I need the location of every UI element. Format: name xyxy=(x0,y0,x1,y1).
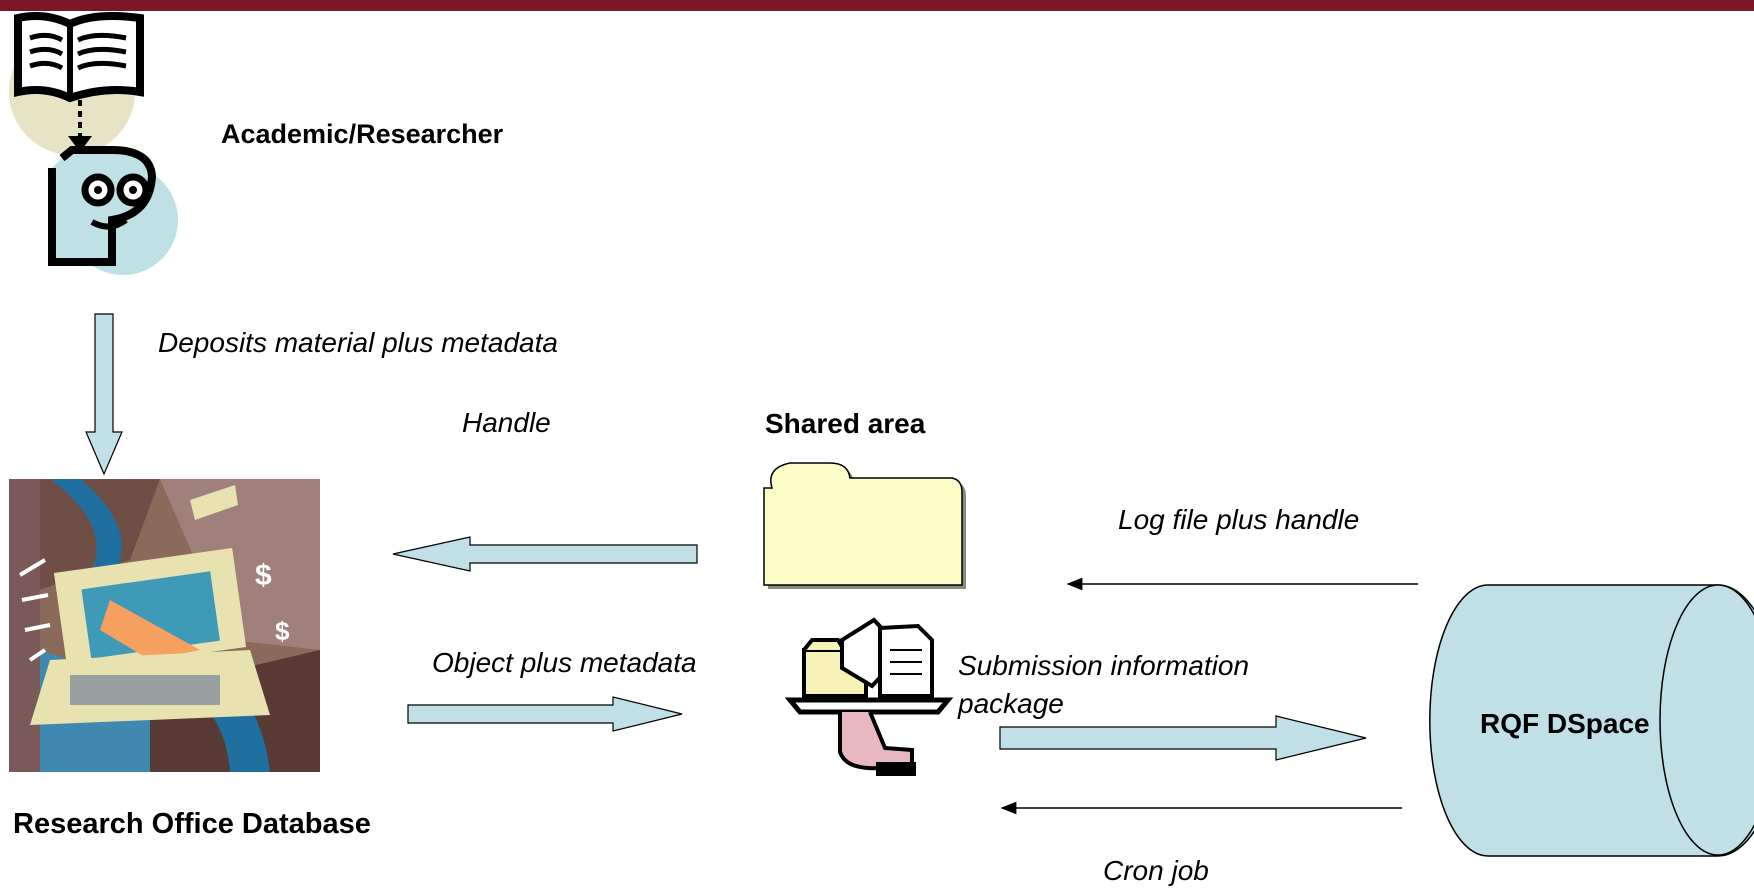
research-office-clipart-icon: $ $ xyxy=(9,479,320,772)
deposits-arrow xyxy=(85,313,123,476)
handle-label: Handle xyxy=(462,407,551,438)
researcher-label: Academic/Researcher xyxy=(221,119,504,149)
documents-tray-icon xyxy=(784,617,954,776)
book-reader-icon xyxy=(9,12,178,275)
rqf-dspace-label: RQF DSpace xyxy=(1480,708,1650,739)
log-file-label: Log file plus handle xyxy=(1118,504,1360,535)
research-office-label: Research Office Database xyxy=(13,808,371,840)
svg-text:$: $ xyxy=(275,616,290,646)
handle-arrow xyxy=(392,536,698,572)
folder-icon xyxy=(763,462,966,589)
svg-text:$: $ xyxy=(255,559,272,592)
deposits-label: Deposits material plus metadata xyxy=(158,327,558,358)
object-metadata-label: Object plus metadata xyxy=(432,647,697,678)
sip-arrow xyxy=(999,715,1367,761)
shared-area-label: Shared area xyxy=(765,408,926,439)
cron-job-label: Cron job xyxy=(1103,855,1209,886)
object-metadata-arrow xyxy=(407,696,683,732)
database-cylinder-icon xyxy=(1429,584,1754,857)
sip-label: Submission information package xyxy=(958,650,1250,719)
top-accent-bar xyxy=(0,0,1754,11)
